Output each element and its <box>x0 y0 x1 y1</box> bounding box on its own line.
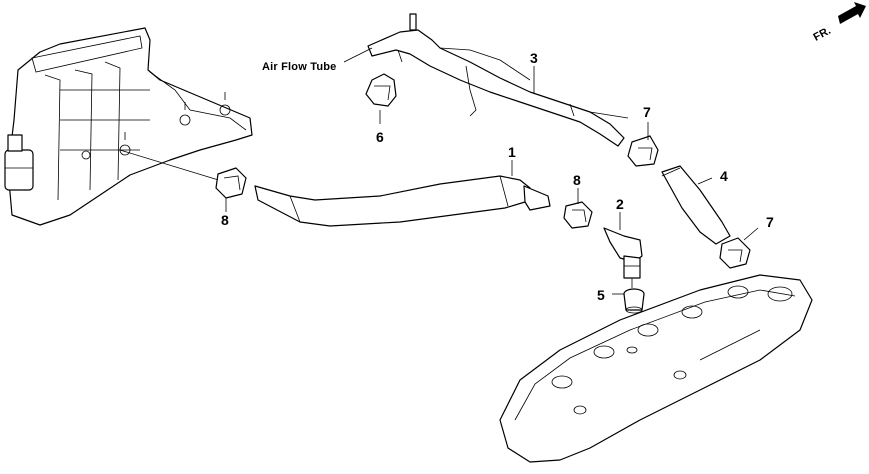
air-flow-tube-label: Air Flow Tube <box>262 61 337 73</box>
hose-clip-7-lower <box>719 237 751 269</box>
valve-cover <box>499 274 813 463</box>
callout-7-lower: 7 <box>766 214 774 230</box>
callout-8-left: 8 <box>221 212 229 228</box>
hose-clip-6 <box>365 73 397 107</box>
callout-6: 6 <box>376 129 384 145</box>
callout-5: 5 <box>597 287 605 303</box>
hose-clamp-8-left <box>215 167 247 212</box>
callout-8-right: 8 <box>573 172 581 188</box>
breather-tube-3 <box>367 13 629 147</box>
grommet-5 <box>623 288 645 314</box>
intake-manifold <box>4 27 253 226</box>
callout-3: 3 <box>530 50 538 66</box>
callout-4: 4 <box>720 168 728 184</box>
pcv-valve-2 <box>603 227 643 279</box>
callout-2: 2 <box>616 196 624 212</box>
callout-1: 1 <box>508 144 516 160</box>
hose-clip-7-upper <box>627 135 659 167</box>
leader-line <box>119 149 226 183</box>
callout-7-upper: 7 <box>643 104 651 120</box>
callout-leaders <box>343 47 759 295</box>
pcv-hose-1 <box>254 175 551 227</box>
hose-clamp-8-right <box>563 201 593 229</box>
breather-hose-4 <box>661 165 731 245</box>
front-arrow-icon <box>838 2 866 24</box>
